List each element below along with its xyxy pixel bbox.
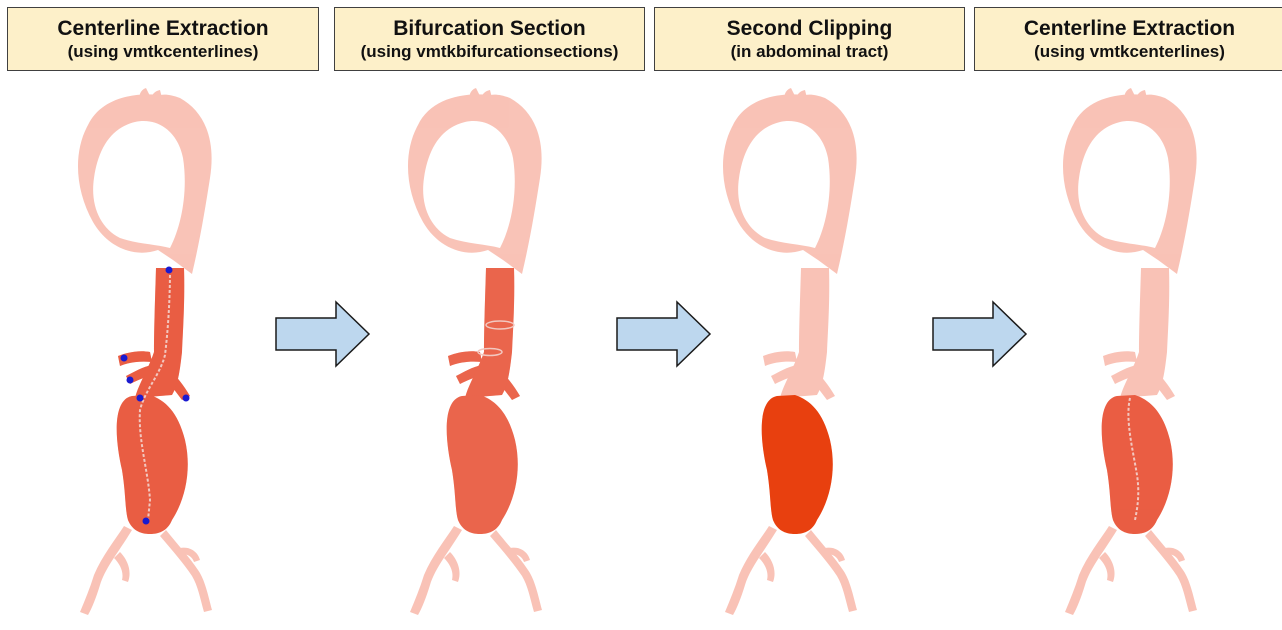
highlighted-segment-1 (117, 268, 190, 534)
clipped-sac-3 (762, 395, 833, 534)
faded-vessel-4 (1063, 88, 1197, 615)
endpoint-marker (183, 395, 190, 402)
arrow-right-icon (276, 302, 369, 366)
endpoint-marker (137, 395, 144, 402)
endpoint-marker (166, 267, 173, 274)
panel-2-vessel-model (408, 88, 542, 615)
arrow-right-icon (617, 302, 710, 366)
panel-3-vessel-model (723, 88, 857, 615)
panel-4-vessel-model (1063, 88, 1197, 615)
panel-1-vessel-model (78, 88, 212, 615)
endpoint-marker (121, 355, 128, 362)
arrow-right-icon (933, 302, 1026, 366)
endpoint-marker (127, 377, 134, 384)
faded-vessel-3 (723, 88, 857, 615)
highlighted-segment-2 (447, 268, 520, 534)
endpoint-marker (143, 518, 150, 525)
